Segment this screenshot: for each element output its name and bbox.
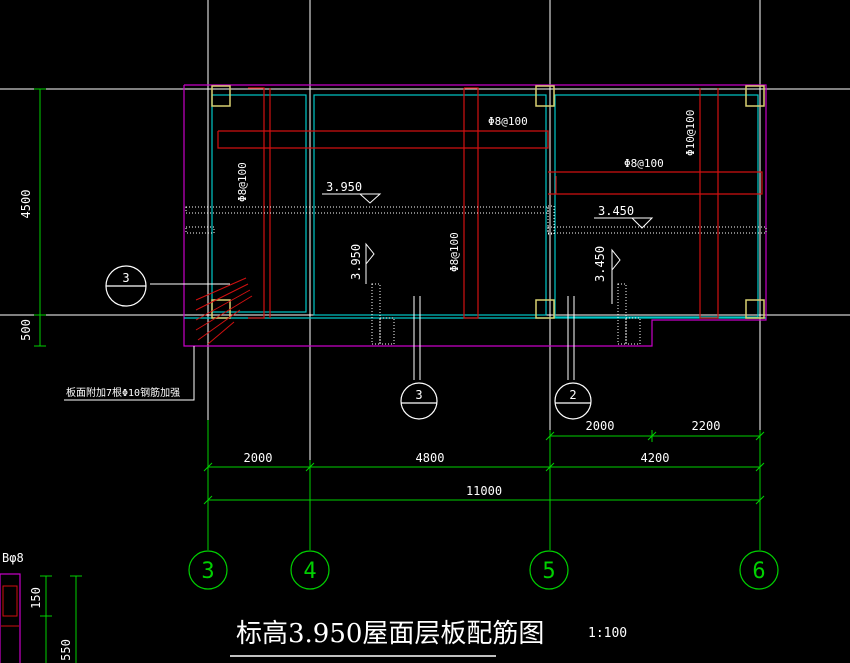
rebar-label-middle-vertical: Φ8@100: [448, 232, 461, 272]
detail-label: Bφ8: [2, 551, 24, 565]
detail-block: [0, 573, 82, 663]
section-mark-middle: 3: [415, 388, 422, 402]
dim-bay-2: 4800: [416, 451, 445, 465]
axis-label-3: 3: [201, 559, 214, 584]
rebar-label-top-middle: Φ8@100: [488, 115, 528, 128]
section-mark-right: 2: [569, 388, 576, 402]
dim-right-split-1: 2000: [586, 419, 615, 433]
dim-bay-1: 2000: [244, 451, 273, 465]
elevation-marks: [322, 193, 654, 304]
reinforcement-hatch: [195, 277, 253, 345]
dim-total: 11000: [466, 484, 502, 498]
drawing-title: 标高3.950屋面层板配筋图: [236, 619, 544, 649]
section-mark-left: 3: [122, 271, 129, 285]
slab-outline: [183, 84, 767, 347]
dim-right-split-2: 2200: [692, 419, 721, 433]
section-bubbles: [105, 265, 592, 420]
rebar-lines: [217, 87, 763, 319]
rebar-label-right-vertical: Φ10@100: [684, 110, 697, 156]
axis-bubble-4: [290, 550, 330, 590]
drawing-scale: 1:100: [588, 626, 627, 641]
rebar-label-left-vertical: Φ8@100: [236, 162, 249, 202]
detail-dim-150: 150: [29, 587, 43, 609]
section-cut-lines: [150, 283, 575, 380]
axis-bubbles: [188, 550, 779, 590]
axis-label-6: 6: [752, 559, 765, 584]
elevation-right: 3.450: [598, 204, 634, 218]
detail-dim-550: 550: [59, 639, 73, 661]
axis-bubble-6: [739, 550, 779, 590]
dim-left-4500: 4500: [19, 190, 33, 219]
dim-bay-3: 4200: [641, 451, 670, 465]
axis-bubble-3: [188, 550, 228, 590]
elevation-main: 3.950: [326, 180, 362, 194]
column-markers: [211, 85, 765, 319]
dim-left-500: 500: [19, 319, 33, 341]
elevation-right-vertical: 3.450: [593, 246, 607, 282]
note-leader: [64, 346, 195, 401]
beam-hatching: [185, 205, 767, 345]
rebar-label-right-horizontal: Φ8@100: [624, 157, 664, 170]
axis-label-4: 4: [303, 559, 316, 584]
axis-label-5: 5: [542, 559, 555, 584]
grid-lines: [0, 0, 850, 550]
axis-bubble-5: [529, 550, 569, 590]
dimension-lines: [34, 88, 765, 550]
reinforcement-note: 板面附加7根Φ10钢筋加强: [66, 386, 180, 399]
elevation-main-vertical: 3.950: [349, 244, 363, 280]
